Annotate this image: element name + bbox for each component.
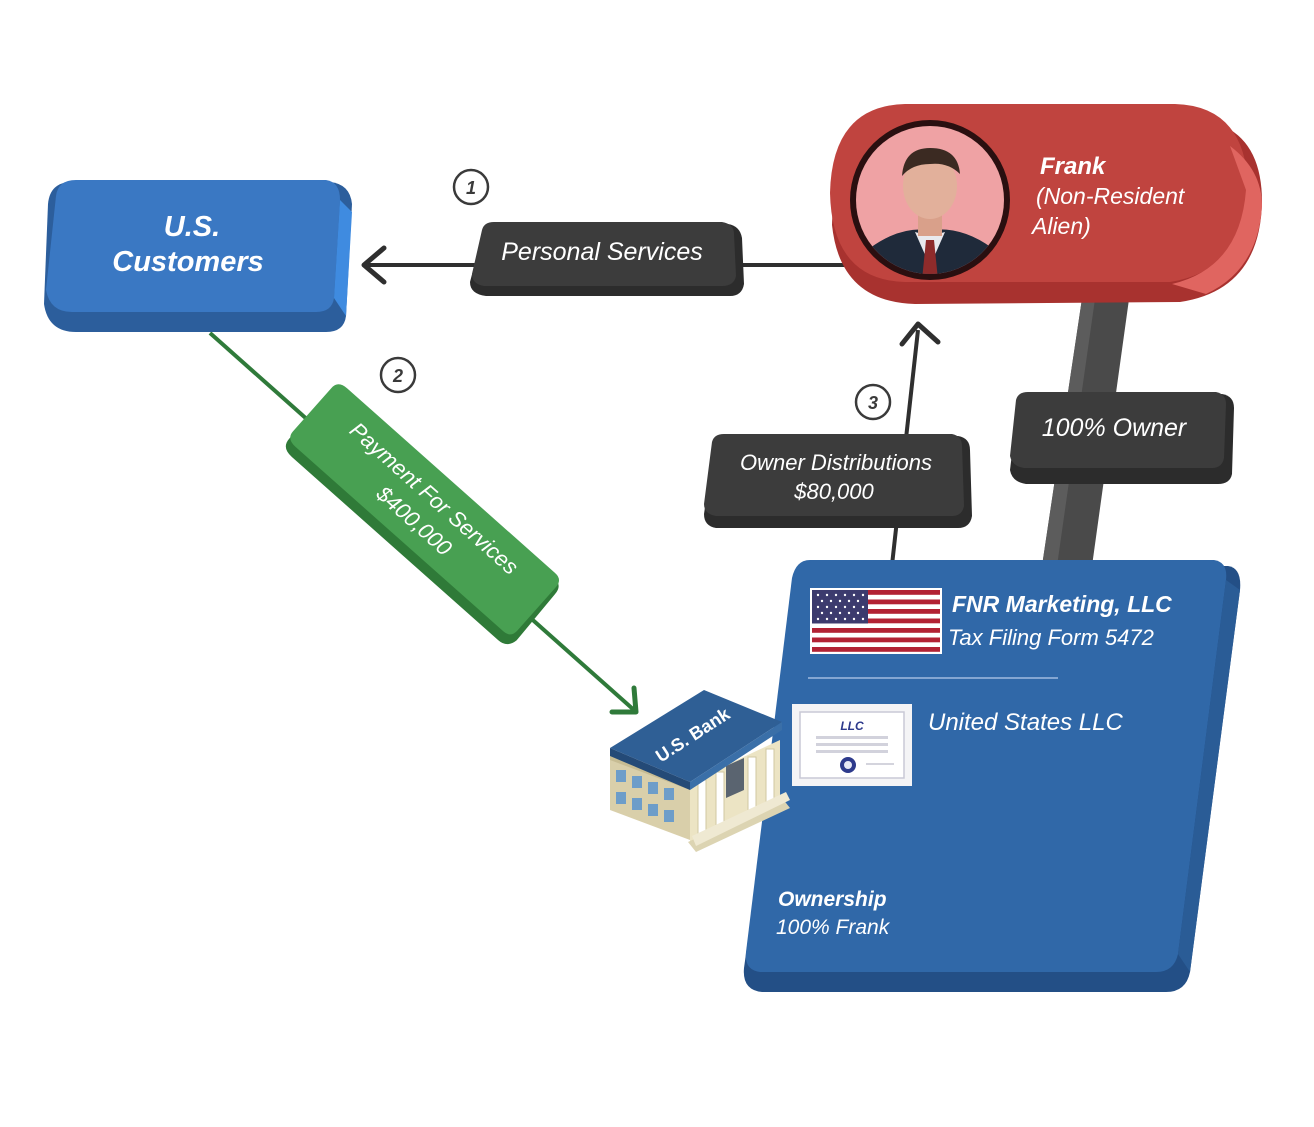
person-photo — [856, 126, 1004, 274]
us-flag-icon — [810, 588, 942, 654]
arrow-left-icon — [361, 245, 387, 285]
ownership-value: 100% Frank — [776, 916, 891, 939]
customers-label-line1: U.S. — [164, 211, 220, 243]
personal-services-text: Personal Services — [501, 238, 702, 266]
frank-status-line2: Alien) — [1030, 213, 1091, 239]
personal-services-label: Personal Services — [470, 222, 744, 296]
frank-block: Frank (Non-Resident Alien) — [830, 104, 1262, 304]
llc-type: United States LLC — [928, 709, 1123, 736]
distributions-text: Owner Distributions — [740, 450, 932, 475]
step-1-number: 1 — [466, 178, 476, 198]
arrow-up-icon — [899, 321, 941, 347]
step-3-badge: 3 — [854, 383, 892, 421]
us-customers-block: U.S. Customers — [44, 180, 352, 332]
payment-label: Payment For Services $400,000 — [285, 384, 560, 645]
llc-name: FNR Marketing, LLC — [952, 591, 1172, 617]
step-1-badge: 1 — [452, 168, 490, 206]
step-2-number: 2 — [392, 366, 403, 386]
llc-form: Tax Filing Form 5472 — [948, 625, 1154, 650]
frank-name: Frank — [1040, 153, 1107, 180]
owner-distributions-label: Owner Distributions $80,000 — [704, 434, 972, 528]
certificate-label: LLC — [840, 719, 864, 733]
arrow-down-right-icon — [609, 685, 639, 715]
customers-label-line2: Customers — [112, 246, 264, 278]
llc-certificate-icon: LLC — [792, 704, 912, 786]
owner-label: 100% Owner — [1010, 392, 1234, 484]
step-2-badge: 2 — [379, 356, 417, 394]
frank-status-line1: (Non-Resident — [1036, 183, 1186, 209]
step-3-number: 3 — [868, 393, 878, 413]
distributions-amount: $80,000 — [793, 479, 874, 504]
ownership-title: Ownership — [778, 888, 887, 911]
llc-block: FNR Marketing, LLC Tax Filing Form 5472 … — [743, 560, 1241, 992]
bank-building-icon: U.S. Bank — [610, 690, 790, 852]
owner-text: 100% Owner — [1042, 414, 1188, 442]
